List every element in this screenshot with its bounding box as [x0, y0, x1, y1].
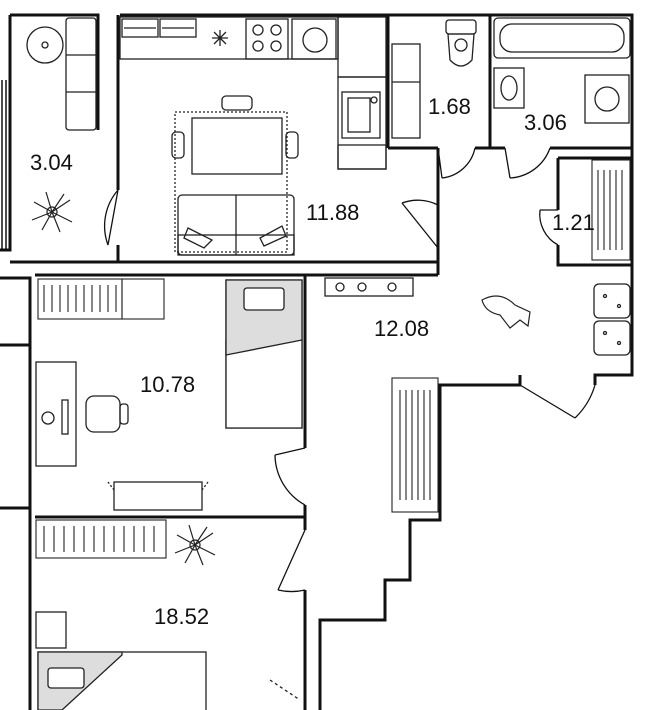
balcony-furniture	[26, 17, 97, 131]
sofa-icon	[177, 194, 295, 256]
interior-walls	[10, 15, 632, 710]
sink-icon	[341, 91, 381, 139]
door-swings	[103, 147, 596, 593]
desk-icon	[35, 361, 77, 467]
cat-icon	[481, 295, 531, 329]
plant-icon	[31, 191, 73, 233]
bathtub-icon	[493, 17, 631, 59]
area-label-closet: 1.21	[552, 210, 595, 235]
dining-table	[171, 95, 299, 253]
area-label-bathroom: 3.06	[524, 110, 567, 135]
bath-washer-icon	[584, 74, 630, 124]
area-label-kitchen: 11.88	[306, 200, 359, 225]
office-chair-icon	[85, 395, 129, 433]
kitchen-counter	[119, 16, 387, 170]
hall-wardrobe	[391, 377, 439, 513]
bath-sink-icon	[493, 67, 525, 109]
area-label-hallway: 12.08	[374, 316, 429, 341]
bedside-items	[35, 611, 301, 701]
small-bedroom-wardrobe	[37, 278, 165, 320]
toilet-icon	[445, 19, 477, 67]
large-bedroom-wardrobe	[35, 519, 167, 559]
washer-icon	[291, 18, 337, 60]
area-label-wc: 1.68	[428, 94, 471, 119]
closet-rack	[591, 159, 631, 261]
area-label-bedroom-large: 18.52	[154, 604, 209, 629]
area-label-balcony: 3.04	[30, 150, 73, 175]
stove-icon	[245, 18, 289, 60]
area-label-bedroom-small: 10.78	[140, 372, 195, 397]
pouf-icons	[593, 283, 631, 356]
balcony-window	[1, 80, 7, 250]
tv-stand-icon	[107, 481, 209, 511]
double-bed-icon	[37, 651, 207, 710]
wc-shelf	[391, 43, 421, 139]
exterior-walls	[0, 13, 634, 710]
balcony-lounger	[65, 17, 97, 131]
plant-icon	[174, 524, 216, 566]
balcony-table	[26, 26, 64, 64]
single-bed-icon	[225, 279, 303, 429]
snowflake-icon	[212, 30, 228, 46]
hallway-shelf	[324, 277, 414, 297]
